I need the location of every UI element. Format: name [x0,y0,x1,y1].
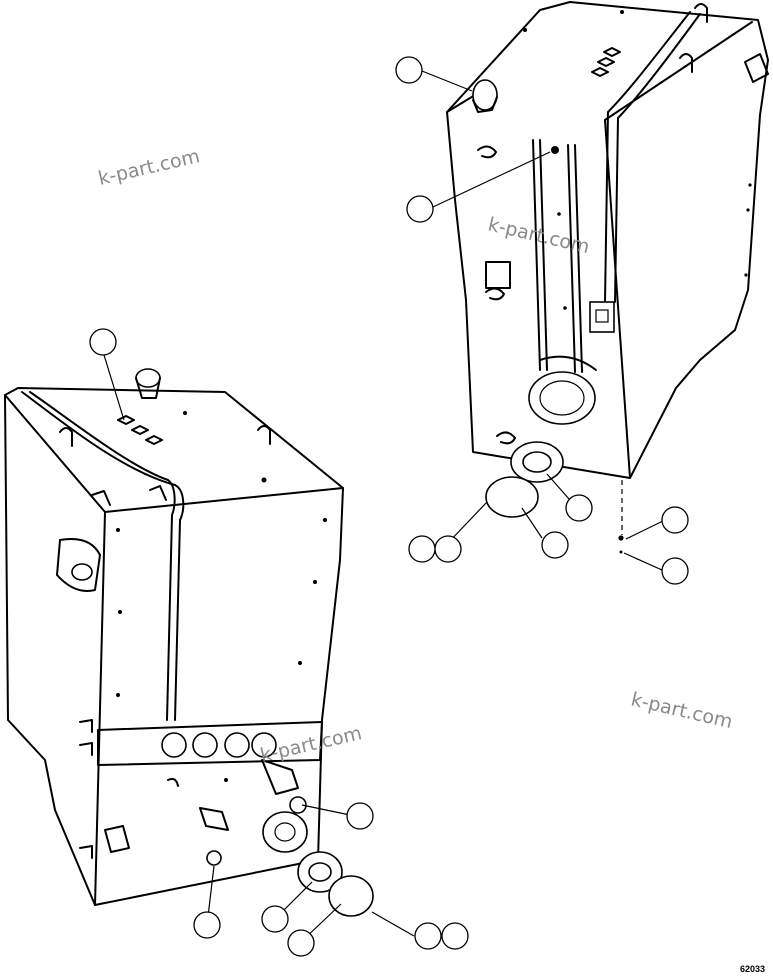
callout-9 [89,328,117,356]
callout-12 [261,905,289,933]
tank-lower-left [4,368,374,917]
callout-2 [406,195,434,223]
watermark-2: k-part.com [486,213,592,258]
figure-code: 62033 [740,964,765,974]
callouts [89,56,689,957]
callout-5 [408,535,436,563]
watermark-1: k-part.com [96,145,202,190]
callout-7 [661,506,689,534]
callout-3 [565,494,593,522]
callout-1 [395,56,423,84]
callout-6 [434,535,462,563]
tank-upper-right [446,1,769,554]
callout-13 [287,929,315,957]
watermark-3: k-part.com [629,688,735,733]
callout-4 [541,531,569,559]
callout-14 [414,922,442,950]
callout-8 [661,557,689,585]
callout-11 [193,911,221,939]
callout-10 [346,802,374,830]
callout-15 [441,922,469,950]
